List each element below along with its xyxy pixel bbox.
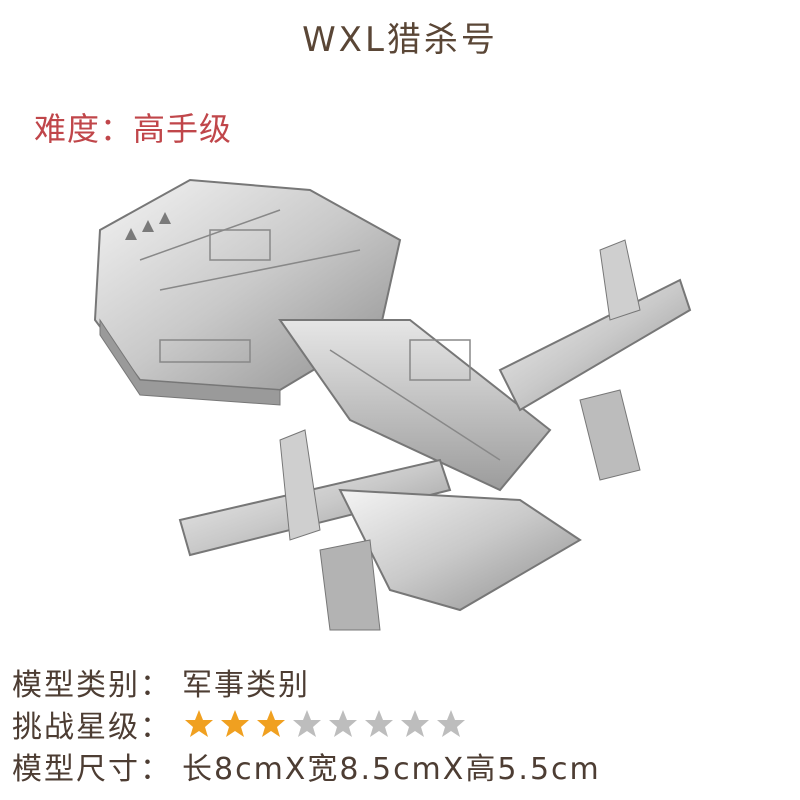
size-value: 长8cmX宽8.5cmX高5.5cm <box>182 752 601 787</box>
star-empty-icon <box>329 710 357 737</box>
star-empty-icon <box>365 710 393 737</box>
star-filled-icon <box>221 710 249 737</box>
star-filled-icon <box>185 710 213 737</box>
right-wing <box>498 278 692 412</box>
category-label: 模型类别： <box>12 668 172 703</box>
lower-fin <box>338 488 582 612</box>
spec-challenge-row: 挑战星级： <box>12 702 466 746</box>
product-title: WXL猎杀号 <box>302 20 498 60</box>
star-empty-icon <box>401 710 429 737</box>
spec-size-row: 模型尺寸： 长8cmX宽8.5cmX高5.5cm <box>12 744 601 788</box>
category-value: 军事类别 <box>182 668 310 703</box>
star-empty-icon <box>437 710 465 737</box>
star-filled-icon <box>257 710 285 737</box>
challenge-label: 挑战星级： <box>12 710 172 745</box>
difficulty-label: 难度：高手级 <box>34 110 233 148</box>
metal-model-illustration <box>93 178 692 631</box>
star-rating <box>184 709 466 739</box>
star-empty-icon <box>293 710 321 737</box>
spec-category-row: 模型类别： 军事类别 <box>12 660 310 704</box>
size-label: 模型尺寸： <box>12 752 172 787</box>
